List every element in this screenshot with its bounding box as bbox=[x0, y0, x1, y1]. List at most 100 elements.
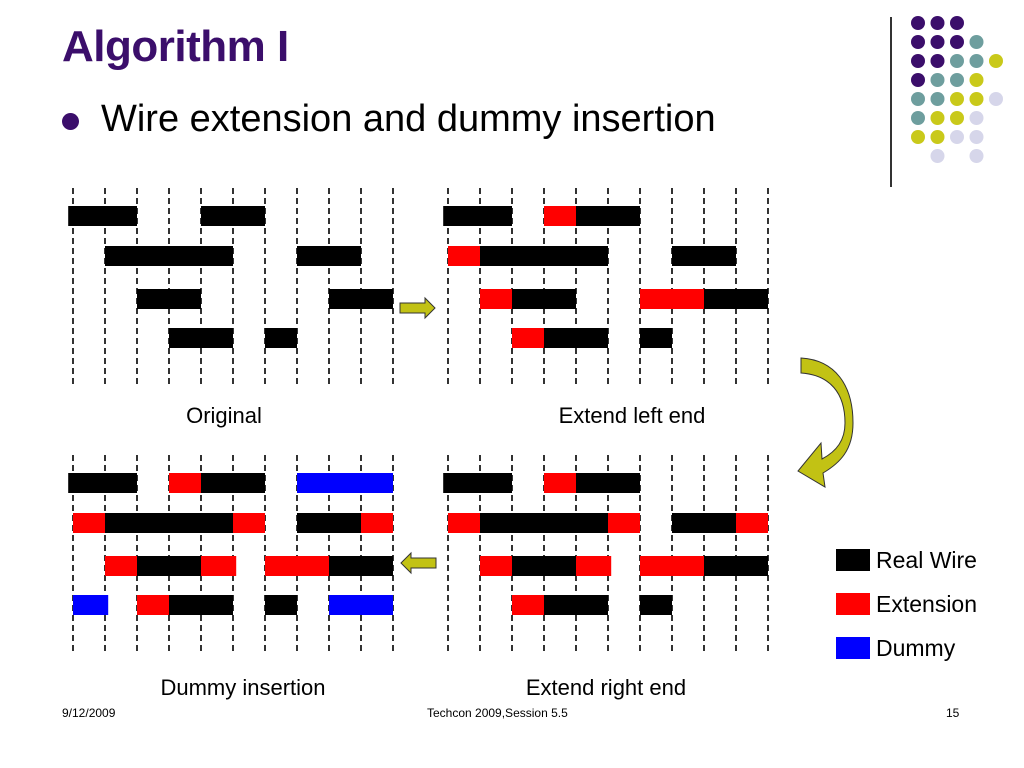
legend-swatch-dummy bbox=[836, 637, 870, 659]
legend-swatch-real-wire bbox=[836, 549, 870, 571]
real-wire-segment bbox=[512, 289, 576, 309]
legend-label: Extension bbox=[876, 590, 978, 617]
real-wire-segment bbox=[297, 246, 361, 266]
decor-dot bbox=[930, 73, 945, 87]
decor-dot bbox=[969, 92, 984, 106]
real-wire-segment bbox=[704, 289, 768, 309]
real-wire-segment bbox=[297, 513, 361, 533]
panel-dummy-insertion bbox=[68, 455, 394, 651]
extension-segment bbox=[201, 556, 237, 576]
decor-dot bbox=[930, 54, 945, 68]
decor-dot bbox=[969, 111, 984, 125]
real-wire-segment bbox=[512, 556, 576, 576]
bullet-text: Wire extension and dummy insertion bbox=[101, 98, 716, 140]
extension-segment bbox=[73, 513, 105, 533]
panel-extend-right bbox=[443, 455, 769, 651]
decor-divider bbox=[890, 17, 892, 187]
real-wire-segment bbox=[201, 473, 265, 493]
decor-dot bbox=[930, 149, 945, 163]
real-wire-segment bbox=[265, 328, 297, 348]
extension-segment bbox=[576, 556, 612, 576]
real-wire-segment bbox=[672, 246, 736, 266]
legend: Real Wire Extension Dummy bbox=[836, 538, 977, 670]
extension-segment bbox=[105, 556, 137, 576]
extension-segment bbox=[736, 513, 768, 533]
legend-swatch-extension bbox=[836, 593, 870, 615]
decor-dot bbox=[950, 111, 964, 125]
extension-segment bbox=[608, 513, 640, 533]
legend-label: Real Wire bbox=[876, 546, 977, 573]
real-wire-segment bbox=[169, 595, 233, 615]
real-wire-segment bbox=[265, 595, 297, 615]
legend-item-dummy: Dummy bbox=[836, 626, 977, 670]
decor-dot bbox=[950, 54, 964, 68]
curved-arrow-icon bbox=[797, 357, 854, 488]
real-wire-segment bbox=[329, 289, 393, 309]
decor-dot bbox=[950, 16, 964, 30]
real-wire-segment bbox=[544, 328, 608, 348]
legend-item-extension: Extension bbox=[836, 582, 977, 626]
extension-segment bbox=[361, 513, 393, 533]
dummy-segment bbox=[329, 595, 393, 615]
real-wire-segment bbox=[640, 328, 672, 348]
decor-dot bbox=[930, 16, 945, 30]
real-wire-segment bbox=[201, 206, 265, 226]
decor-dot bbox=[911, 73, 925, 87]
extension-segment bbox=[169, 473, 201, 493]
extension-segment bbox=[448, 246, 480, 266]
dummy-segment bbox=[297, 473, 393, 493]
real-wire-segment bbox=[544, 595, 608, 615]
extension-segment bbox=[480, 556, 512, 576]
real-wire-segment bbox=[105, 513, 233, 533]
decor-dot bbox=[911, 130, 925, 144]
caption-extend-left: Extend left end bbox=[558, 403, 706, 428]
real-wire-segment bbox=[68, 473, 137, 493]
extension-segment bbox=[448, 513, 480, 533]
decor-dot bbox=[969, 73, 984, 87]
slide-title: Algorithm I bbox=[62, 22, 289, 71]
real-wire-segment bbox=[329, 556, 393, 576]
extension-segment bbox=[544, 206, 576, 226]
decor-dot bbox=[930, 35, 945, 49]
decor-dot bbox=[950, 73, 964, 87]
extension-segment bbox=[480, 289, 512, 309]
decor-dot bbox=[930, 92, 945, 106]
real-wire-segment bbox=[443, 206, 512, 226]
decor-dot bbox=[969, 35, 984, 49]
decor-dot bbox=[950, 130, 964, 144]
footer-page-number: 15 bbox=[946, 706, 960, 720]
real-wire-segment bbox=[68, 206, 137, 226]
decor-dot bbox=[969, 54, 984, 68]
arrow-left-icon bbox=[400, 551, 437, 575]
real-wire-segment bbox=[480, 246, 608, 266]
decor-dot bbox=[911, 54, 925, 68]
legend-label: Dummy bbox=[876, 634, 956, 661]
real-wire-segment bbox=[443, 473, 512, 493]
real-wire-segment bbox=[576, 473, 640, 493]
decor-dot bbox=[930, 130, 945, 144]
decor-dot bbox=[969, 130, 984, 144]
extension-segment bbox=[512, 328, 544, 348]
panel-original bbox=[68, 188, 394, 384]
extension-segment bbox=[233, 513, 265, 533]
caption-original: Original bbox=[186, 403, 262, 428]
real-wire-segment bbox=[672, 513, 736, 533]
decor-dot-grid bbox=[911, 16, 1003, 163]
bullet-dot-icon bbox=[62, 113, 79, 130]
decor-dot bbox=[969, 149, 984, 163]
real-wire-segment bbox=[640, 595, 672, 615]
extension-segment bbox=[265, 556, 329, 576]
decor-dot bbox=[911, 111, 925, 125]
extension-segment bbox=[512, 595, 544, 615]
decor-dot bbox=[950, 35, 964, 49]
real-wire-segment bbox=[480, 513, 608, 533]
extension-segment bbox=[640, 289, 704, 309]
real-wire-segment bbox=[137, 289, 201, 309]
arrow-right-icon bbox=[399, 296, 436, 320]
decor-dot bbox=[911, 16, 925, 30]
bullet-item: Wire extension and dummy insertion bbox=[62, 98, 716, 141]
extension-segment bbox=[640, 556, 704, 576]
legend-item-real-wire: Real Wire bbox=[836, 538, 977, 582]
decor-dot bbox=[989, 92, 1003, 106]
decor-dot bbox=[930, 111, 945, 125]
